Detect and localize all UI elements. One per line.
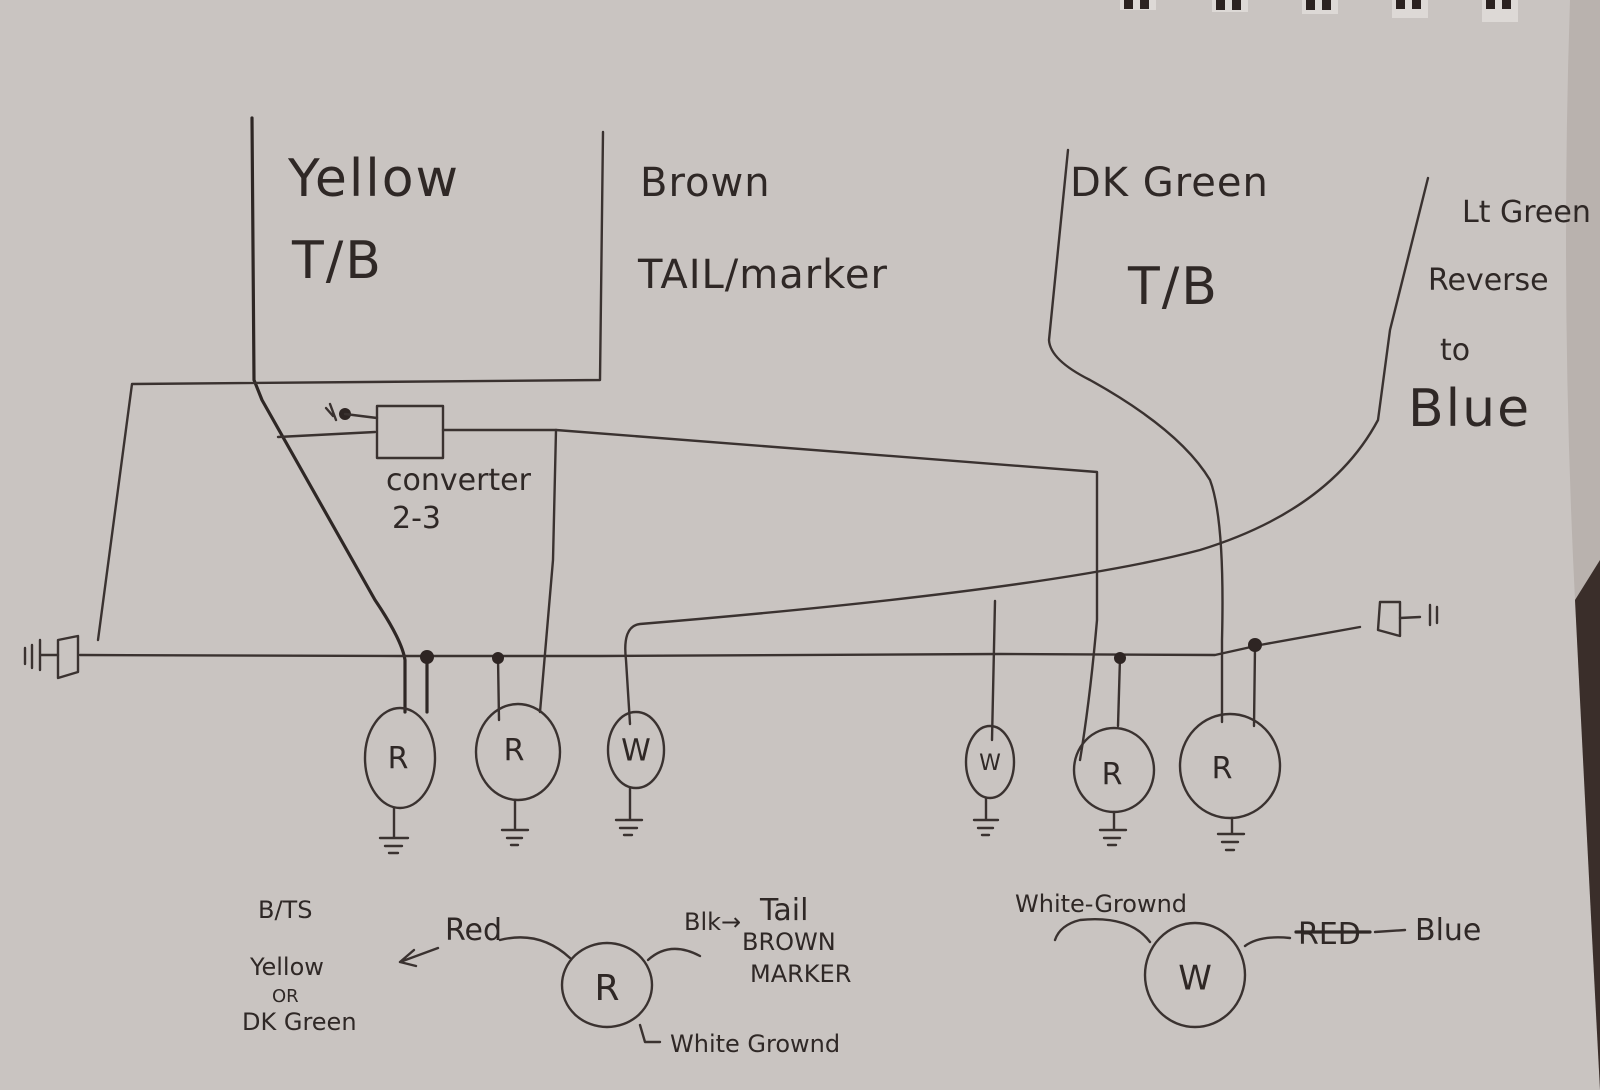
legend-red-right-wire	[646, 947, 702, 962]
lamp-letter: R	[1212, 752, 1233, 787]
label-ltgreen-to: to	[1440, 333, 1470, 368]
wire-converter-in	[276, 430, 377, 439]
wire-white-2	[990, 599, 997, 742]
connector-left	[23, 634, 80, 680]
legend-tail-label: Tail	[759, 893, 808, 928]
arrow-left-icon	[398, 946, 440, 968]
lamp: W	[606, 710, 666, 837]
converter-box	[375, 404, 445, 460]
label-dkgreen: DK Green	[1070, 160, 1269, 206]
lamp: R	[1178, 712, 1282, 852]
paper-edge-shadow	[1575, 560, 1600, 1090]
lamps: R R W W R R	[363, 702, 1282, 855]
spiral-binding	[1120, 0, 1518, 22]
connector-right	[1376, 600, 1439, 638]
label-ltgreen: Lt Green	[1462, 195, 1591, 230]
legend-white-left-wire	[1053, 918, 1152, 944]
lamp-letter: R	[504, 734, 525, 769]
converter: converter 2-3	[324, 402, 532, 536]
wire-labels: Yellow T/B Brown TAIL/marker DK Green T/…	[287, 149, 1591, 439]
legend-red-target-3: OR	[272, 986, 299, 1007]
ground-icon	[614, 786, 644, 837]
lamp-letter: R	[1102, 758, 1123, 793]
legend-red-left-wire	[498, 936, 572, 960]
lamp: R	[474, 702, 562, 847]
label-dkgreen-tb: T/B	[1127, 257, 1219, 317]
drop-6b	[1252, 645, 1257, 728]
lamp: R	[363, 706, 437, 855]
plug-right-icon	[1376, 600, 1402, 638]
legend-brown-label: BROWN	[742, 928, 836, 956]
ground-left-icon	[23, 638, 60, 672]
legend-lamp-letter: R	[594, 968, 619, 1009]
label-brown-tail-marker: TAIL/marker	[637, 252, 888, 298]
label-ltgreen-reverse: Reverse	[1428, 263, 1549, 298]
ground-icon	[378, 806, 410, 855]
label-yellow: Yellow	[287, 149, 460, 209]
converter-ground-icon	[324, 402, 338, 422]
ground-right-icon	[1398, 603, 1439, 627]
junction-dot	[1114, 652, 1126, 664]
ground-icon	[1098, 810, 1128, 847]
label-yellow-tb: T/B	[291, 231, 383, 291]
lamp: W	[964, 724, 1016, 837]
wire-dkgreen	[1047, 148, 1224, 724]
ground-icon	[500, 798, 530, 847]
legend-marker-label: MARKER	[750, 960, 851, 988]
lamp-letter: R	[388, 742, 409, 777]
drop-5a	[1116, 656, 1122, 728]
junctions	[420, 638, 1262, 664]
legend-red-wire-label: Red	[445, 913, 502, 948]
wires	[78, 116, 1430, 762]
legend-white-lamp: W White-Grownd RED Blue	[1015, 890, 1481, 1029]
legend-red-target-4: DK Green	[242, 1008, 357, 1036]
legend-white-right-wire	[1243, 936, 1292, 948]
converter-label: converter	[386, 463, 532, 498]
lamp-letter: W	[621, 734, 651, 769]
junction-dot	[1248, 638, 1262, 652]
wire-yellow	[250, 116, 407, 714]
wire-converter-out	[441, 428, 1099, 762]
legend-white-ground-label: White-Grownd	[1015, 890, 1187, 918]
wire-brown	[96, 130, 605, 642]
legend-red-target-2: Yellow	[249, 953, 324, 981]
lamp-letter: W	[979, 751, 1001, 776]
wire-ltgreen	[624, 176, 1430, 726]
wire-converter-down	[538, 428, 558, 714]
legend-red-lamp: R Red B/TS Yellow OR DK Green Blk→ Tail …	[242, 893, 851, 1058]
legend-blue-label: Blue	[1415, 913, 1481, 948]
converter-ground-lead	[343, 412, 379, 420]
lamp: R	[1072, 726, 1156, 847]
legend-red-bottom-wire	[638, 1023, 662, 1044]
label-ltgreen-blue: Blue	[1408, 379, 1531, 439]
ground-icon	[972, 796, 1000, 837]
junction-dot	[420, 650, 434, 664]
legend-white-dash	[1373, 928, 1407, 934]
legend-red-target-1: B/TS	[258, 896, 312, 924]
legend-blk-label: Blk→	[684, 908, 741, 936]
plug-left-icon	[56, 634, 80, 680]
label-brown: Brown	[640, 160, 771, 206]
junction-dot	[492, 652, 504, 664]
converter-pins: 2-3	[392, 501, 441, 536]
ground-icon	[1216, 816, 1246, 852]
legend-lamp-letter: W	[1178, 959, 1212, 999]
legend-white-ground-label: White Grownd	[670, 1030, 840, 1058]
legend-red-struck-label: RED	[1298, 917, 1361, 952]
